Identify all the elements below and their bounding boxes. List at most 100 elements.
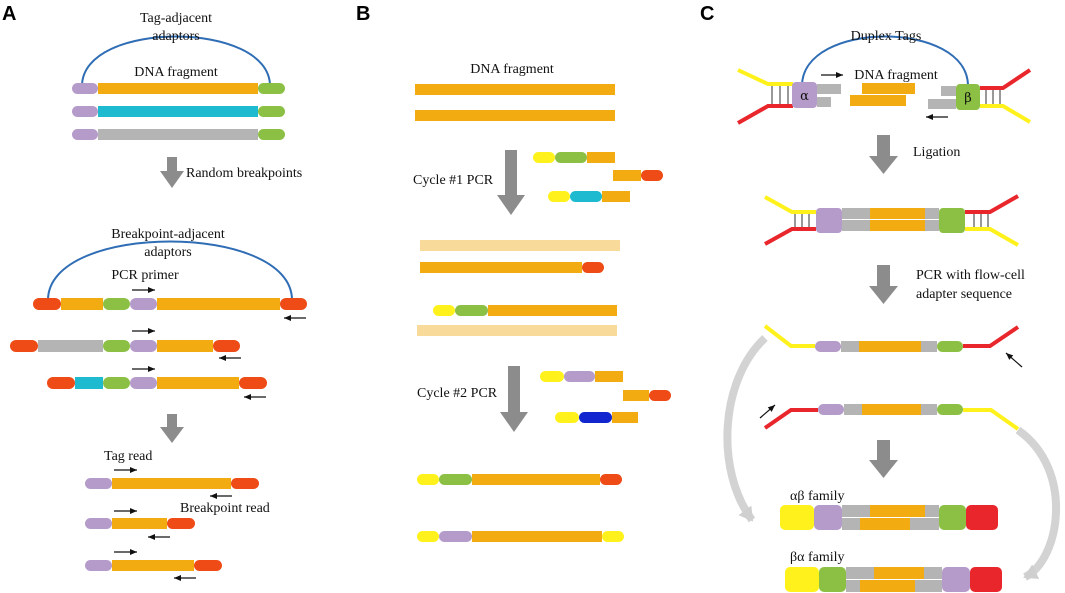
pcr-primer-label: PCR primer [111,268,179,283]
dna-segment [98,106,258,117]
green-tag [103,340,130,352]
purple-tag [85,478,112,489]
yellow-adaptor [540,371,564,382]
panel-b: B DNA fragment Cycle #1 PCR [356,3,671,542]
tagged-fragment-row-1 [72,83,285,94]
panel-b-label: B [356,3,370,25]
template-strand [420,240,620,251]
dna-fragment-label: DNA fragment [854,68,938,83]
panel-a: A Tag-adjacent adaptors DNA fragment Ran… [2,3,307,581]
reverse-primer-arrow [1005,352,1023,368]
primer-segment [623,390,649,401]
dna-segment [157,377,239,389]
dna-segment [61,298,103,310]
primer-segment [612,412,638,423]
read-pair-2 [85,508,195,540]
dna-segment [157,340,213,352]
tag-adjacent-label-1: Tag-adjacent [140,11,212,26]
dna-top [862,83,915,94]
panel-c-label: C [700,3,714,25]
red-adaptor [582,262,604,273]
gray-down-arrow [869,265,898,304]
cycle1-product-a [420,262,604,273]
duplex-tags-label: Duplex Tags [851,29,922,44]
breakpoint-fragment-2 [10,328,241,361]
dna-segment [112,478,231,489]
red-adaptor [213,340,240,352]
green-tag [103,298,130,310]
yellow-adaptor [602,531,624,542]
beta-tag [956,84,980,110]
green-tag [258,129,285,140]
ab-family-product [780,505,998,530]
dna-fragment-label: DNA fragment [134,65,218,80]
ba-family-product [785,567,1002,592]
duplex-tags-arc [801,35,969,87]
red-adaptor [649,390,671,401]
dna-segment [488,305,617,316]
ba-family-label: βα family [790,550,845,565]
gray-down-arrow [160,157,184,188]
duplex-adaptor-left: α [737,68,843,125]
red-adaptor [231,478,259,489]
cycle2-label: Cycle #2 PCR [417,386,498,401]
read-pair-1 [85,478,259,499]
dna-segment [112,560,194,571]
purple-tag [85,560,112,571]
dna-segment [157,298,280,310]
dna-segment [472,474,600,485]
green-tag [103,377,130,389]
cycle1-label: Cycle #1 PCR [413,173,494,188]
cyan-tag [570,191,602,202]
yellow-adaptor [555,412,579,423]
gray-down-arrow [500,366,528,432]
purple-tag [130,298,157,310]
dna-duplex [850,83,915,106]
tag-adjacent-arc [81,35,271,87]
dna-segment [38,340,103,352]
dna-strand-top [415,84,615,95]
red-adaptor [239,377,267,389]
red-adaptor [47,377,75,389]
yellow-adaptor [548,191,570,202]
purple-tag [85,518,112,529]
gray-down-arrow [160,414,184,443]
gray-down-arrow [869,135,898,174]
cycle1-product-b [433,305,617,316]
purple-tag [439,531,472,542]
dna-segment [112,518,167,529]
breakpoint-fragment-3 [47,366,267,400]
breakpoint-fragment-1 [33,287,307,321]
breakpoint-adjacent-arc [47,240,293,301]
gray-down-arrow [869,440,898,478]
purple-tag [130,377,157,389]
alpha-label: α [800,89,809,104]
dna-segment [98,129,258,140]
green-tag [455,305,488,316]
primer-segment [587,152,615,163]
beta-label: β [964,91,972,106]
duplex-adaptor-right: β [926,68,1032,124]
purple-tag [564,371,595,382]
curved-arrow-left [723,335,768,523]
panel-c: C Duplex Tags DNA fragment α β [700,3,1061,592]
dna-fragment-label: DNA fragment [470,62,554,77]
purple-tag [130,340,157,352]
green-tag [439,474,472,485]
dna-segment [472,531,602,542]
yellow-adaptor [533,152,555,163]
primer-segment [595,371,623,382]
strand-top [763,324,1023,368]
dna-segment [75,377,103,389]
read-pair-3 [85,549,222,581]
alpha-tag [792,82,817,108]
breakpoint-adjacent-label-2: adaptors [144,245,191,260]
panel-a-label: A [2,3,16,25]
dna-segment [420,262,582,273]
red-adaptor [641,170,663,181]
red-adaptor [33,298,61,310]
green-tag [258,106,285,117]
random-breakpoints-label: Random breakpoints [186,166,302,181]
gray-down-arrow [497,150,525,215]
